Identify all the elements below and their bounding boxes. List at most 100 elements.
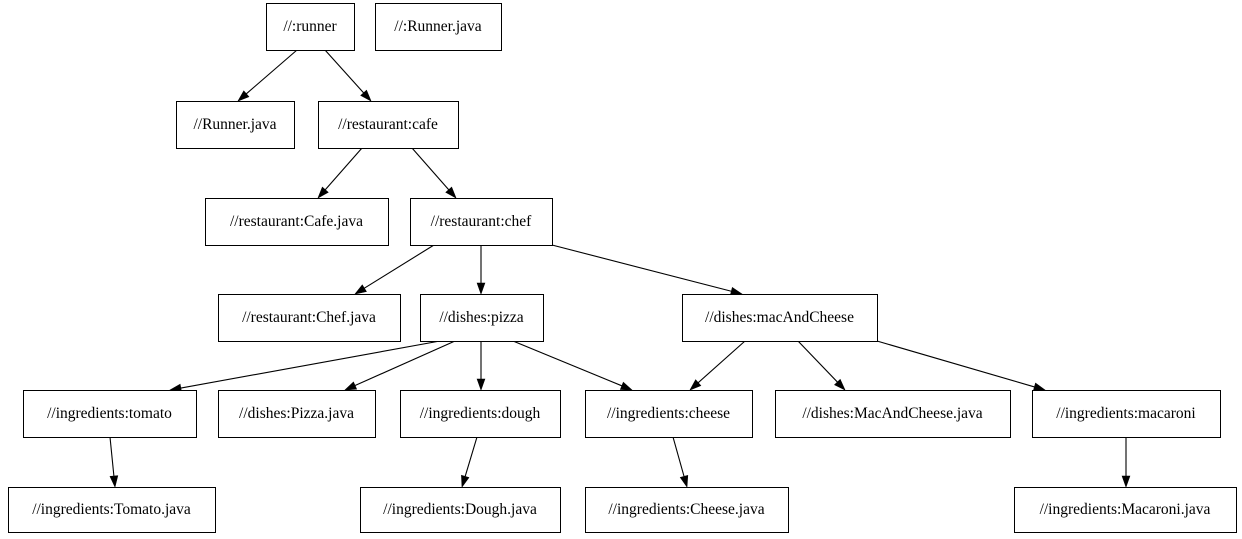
graph-node-dishes_pizza_java[interactable]: //dishes:Pizza.java — [218, 390, 376, 438]
graph-node-dishes_mac_java[interactable]: //dishes:MacAndCheese.java — [775, 390, 1011, 438]
graph-node-ing_cheese[interactable]: //ingredients:cheese — [585, 390, 753, 438]
graph-edge — [476, 245, 486, 295]
graph-node-ing_macaroni[interactable]: //ingredients:macaroni — [1032, 390, 1221, 438]
edge-line — [324, 49, 365, 94]
graph-node-ing_tomato_java[interactable]: //ingredients:Tomato.java — [8, 487, 216, 533]
edge-arrowhead-icon — [360, 89, 372, 102]
node-box[interactable] — [682, 294, 878, 342]
edge-arrowhead-icon — [679, 474, 689, 488]
edge-arrowhead-icon — [476, 378, 486, 391]
edge-line — [697, 340, 746, 384]
edge-arrowhead-icon — [237, 90, 250, 102]
graph-edge — [324, 49, 372, 102]
graph-node-dishes_macandcheese[interactable]: //dishes:macAndCheese — [682, 294, 878, 342]
graph-node-ing_dough_java[interactable]: //ingredients:Dough.java — [360, 487, 561, 533]
edge-line — [672, 436, 685, 477]
node-label: //restaurant:Cafe.java — [230, 213, 363, 230]
graph-node-ing_tomato[interactable]: //ingredients:tomato — [23, 390, 197, 438]
node-label: //restaurant:cafe — [338, 116, 438, 133]
node-label: //dishes:macAndCheese — [705, 309, 854, 326]
graph-node-restaurant_cafe_java[interactable]: //restaurant:Cafe.java — [205, 198, 389, 246]
node-box[interactable] — [8, 487, 216, 533]
node-label: //dishes:Pizza.java — [239, 405, 354, 422]
edge-line — [512, 340, 623, 387]
node-box[interactable] — [775, 390, 1011, 438]
node-label: //ingredients:dough — [420, 405, 541, 422]
graph-node-restaurant_chef[interactable]: //restaurant:chef — [410, 198, 553, 246]
node-label: //:Runner.java — [394, 18, 482, 35]
node-label: //restaurant:chef — [431, 213, 533, 230]
edge-line — [876, 340, 1035, 388]
node-box[interactable] — [400, 390, 561, 438]
graph-edge — [512, 340, 633, 391]
edge-line — [109, 436, 115, 477]
node-label: //ingredients:Tomato.java — [32, 501, 191, 518]
graph-edge — [1121, 437, 1131, 488]
edge-line — [551, 244, 732, 292]
node-box[interactable] — [585, 487, 789, 533]
node-label: //ingredients:Dough.java — [383, 501, 537, 518]
graph-edge — [411, 147, 457, 199]
node-label: //ingredients:macaroni — [1056, 405, 1196, 422]
edge-line — [464, 436, 478, 477]
graph-edge — [797, 340, 846, 391]
graph-edge — [461, 436, 478, 488]
graph-edge — [876, 340, 1046, 391]
node-box[interactable] — [218, 390, 376, 438]
graph-node-runner_java_root[interactable]: //:Runner.java — [375, 3, 502, 51]
node-label: //:runner — [283, 18, 337, 35]
edge-arrowhead-icon — [1121, 475, 1131, 488]
edge-arrowhead-icon — [445, 186, 457, 199]
edge-line — [180, 340, 441, 389]
node-box[interactable] — [266, 3, 355, 51]
graph-edge — [354, 244, 435, 295]
node-label: //ingredients:Cheese.java — [608, 501, 764, 518]
node-box[interactable] — [410, 198, 553, 246]
node-label: //dishes:pizza — [439, 309, 523, 326]
node-box[interactable] — [420, 294, 544, 342]
graph-edge — [689, 340, 746, 391]
node-box[interactable] — [218, 294, 401, 342]
graph-node-restaurant_cafe[interactable]: //restaurant:cafe — [318, 101, 459, 149]
node-box[interactable] — [205, 198, 389, 246]
node-box[interactable] — [360, 487, 561, 533]
node-box[interactable] — [1014, 487, 1237, 533]
node-label: //ingredients:cheese — [607, 405, 730, 422]
edge-arrowhead-icon — [729, 286, 743, 296]
edge-arrowhead-icon — [344, 381, 358, 391]
node-label: //ingredients:Macaroni.java — [1040, 501, 1211, 518]
graph-node-ing_cheese_java[interactable]: //ingredients:Cheese.java — [585, 487, 789, 533]
graph-edge — [317, 147, 363, 199]
node-box[interactable] — [1032, 390, 1221, 438]
node-box[interactable] — [375, 3, 502, 51]
graph-edge — [672, 436, 689, 488]
node-label: //restaurant:Chef.java — [242, 309, 376, 326]
edge-arrowhead-icon — [476, 282, 486, 295]
edge-arrowhead-icon — [354, 284, 367, 295]
edges-layer — [109, 49, 1131, 488]
edge-arrowhead-icon — [834, 378, 846, 391]
graph-node-ing_macaroni_java[interactable]: //ingredients:Macaroni.java — [1014, 487, 1237, 533]
node-box[interactable] — [176, 101, 295, 149]
graph-edge — [109, 436, 119, 488]
graph-node-dishes_pizza[interactable]: //dishes:pizza — [420, 294, 544, 342]
edge-line — [324, 147, 363, 191]
graph-node-runner[interactable]: //:runner — [266, 3, 355, 51]
edge-arrowhead-icon — [461, 474, 470, 488]
edge-line — [354, 340, 456, 387]
graph-node-runner_java[interactable]: //Runner.java — [176, 101, 295, 149]
graph-node-restaurant_chef_java[interactable]: //restaurant:Chef.java — [218, 294, 401, 342]
graph-node-ing_dough[interactable]: //ingredients:dough — [400, 390, 561, 438]
node-box[interactable] — [318, 101, 459, 149]
node-box[interactable] — [585, 390, 753, 438]
edge-line — [797, 340, 838, 383]
edge-line — [245, 49, 298, 95]
node-box[interactable] — [23, 390, 197, 438]
edge-arrowhead-icon — [689, 379, 702, 391]
edge-arrowhead-icon — [109, 475, 119, 488]
edge-arrowhead-icon — [317, 186, 329, 199]
graph-edge — [551, 244, 743, 296]
graph-edge — [344, 340, 456, 391]
